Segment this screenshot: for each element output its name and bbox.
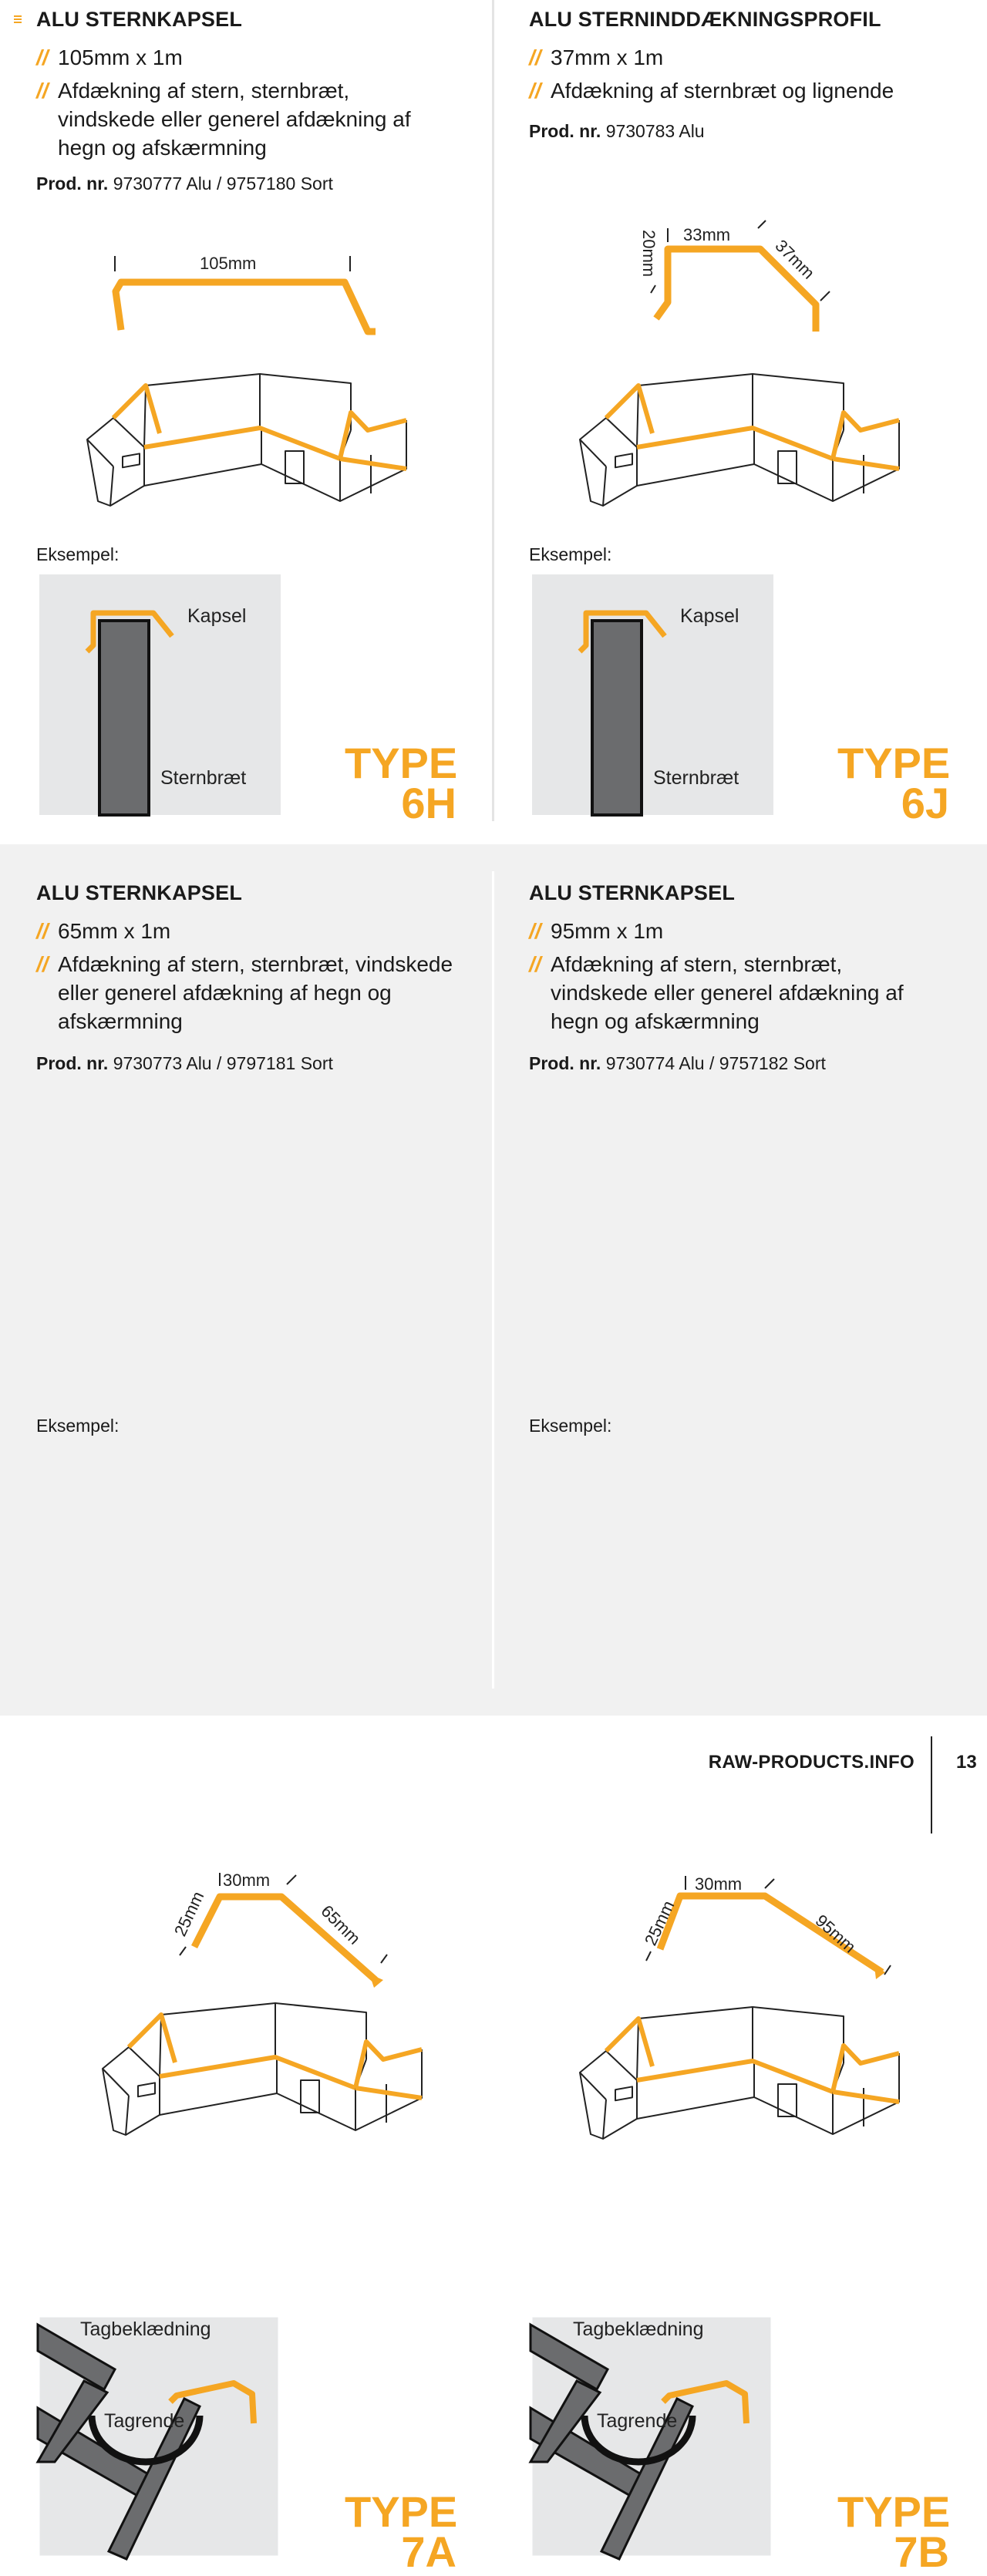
bullet-size: //37mm x 1m — [529, 45, 664, 69]
example-label: Eksempel: — [36, 544, 120, 564]
bullet-usage: //Afdækning af stern, sternbræt, vindske… — [36, 79, 411, 160]
bullet-usage: //Afdækning af sternbræt og lignende — [529, 79, 894, 103]
example-illustration: Tagbeklædning Tagrende — [528, 2313, 775, 2561]
product-number: Prod. nr. 9730783 Alu — [529, 121, 705, 141]
bullet-size: //105mm x 1m — [36, 45, 183, 69]
product-number: Prod. nr. 9730774 Alu / 9757182 Sort — [529, 1053, 826, 1073]
dim-label: 37mm — [771, 236, 818, 283]
dim-label: 30mm — [695, 1874, 742, 1894]
product-number: Prod. nr. 9730773 Alu / 9797181 Sort — [36, 1053, 333, 1073]
page-number: 13 — [956, 1752, 977, 1773]
bullet-size: //95mm x 1m — [529, 919, 664, 943]
footer-divider — [931, 1736, 932, 1834]
menu-icon[interactable] — [14, 15, 22, 23]
example-label: Eksempel: — [529, 1416, 612, 1436]
product-panel-6j: ALU STERNINDDÆKNINGSPROFIL //37mm x 1m /… — [529, 0, 987, 825]
house-illustration — [102, 2002, 423, 2136]
house-illustration — [579, 373, 900, 507]
product-number: Prod. nr. 9730777 Alu / 9757180 Sort — [36, 173, 333, 194]
product-title: ALU STERNKAPSEL — [36, 8, 243, 31]
bottom-section — [0, 844, 987, 1716]
footer-brand-link[interactable]: RAW-PRODUCTS.INFO — [708, 1752, 915, 1773]
dim-label: 105mm — [200, 254, 256, 273]
product-title: ALU STERNINDDÆKNINGSPROFIL — [529, 8, 881, 31]
bullet-usage: //Afdækning af stern, sternbræt, vindske… — [36, 952, 453, 1033]
example-callout-top: Tagbeklædning — [80, 2318, 211, 2340]
product-title: ALU STERNKAPSEL — [36, 881, 243, 904]
example-callout-bottom: Tagrende — [597, 2410, 677, 2432]
product-panel-7b: ALU STERNKAPSEL //95mm x 1m //Afdækning … — [528, 874, 987, 2574]
dim-label: 30mm — [223, 1871, 270, 1890]
example-illustration: Tagbeklædning Tagrende — [35, 2313, 282, 2561]
product-panel-7a: ALU STERNKAPSEL //65mm x 1m //Afdækning … — [35, 874, 499, 2574]
bullet-usage: //Afdækning af stern, sternbræt, vindske… — [529, 952, 904, 1033]
example-callout-bottom: Sternbræt — [160, 767, 246, 789]
dim-label: 33mm — [683, 225, 730, 244]
example-callout-bottom: Tagrende — [104, 2410, 184, 2432]
example-label: Eksempel: — [36, 1416, 120, 1436]
example-callout-bottom: Sternbræt — [653, 767, 739, 789]
house-illustration — [579, 2006, 900, 2140]
house-illustration — [86, 373, 407, 507]
product-panel-6h: ALU STERNKAPSEL //105mm x 1m //Afdækning… — [36, 0, 499, 825]
dim-label: 20mm — [639, 230, 659, 277]
product-title: ALU STERNKAPSEL — [529, 881, 736, 904]
example-callout-top: Kapsel — [187, 605, 246, 627]
example-illustration: Kapsel Sternbræt — [532, 574, 773, 817]
column-divider — [492, 871, 494, 1689]
example-illustration: Kapsel Sternbræt — [39, 574, 281, 817]
example-callout-top: Kapsel — [680, 605, 739, 627]
dim-label: 65mm — [317, 1901, 364, 1948]
column-divider — [492, 0, 494, 821]
bullet-size: //65mm x 1m — [36, 919, 171, 943]
profile-diagram: 105mm — [112, 254, 376, 335]
profile-diagram: 33mm 20mm 37mm — [639, 220, 830, 332]
example-label: Eksempel: — [529, 544, 612, 564]
example-callout-top: Tagbeklædning — [573, 2318, 704, 2340]
